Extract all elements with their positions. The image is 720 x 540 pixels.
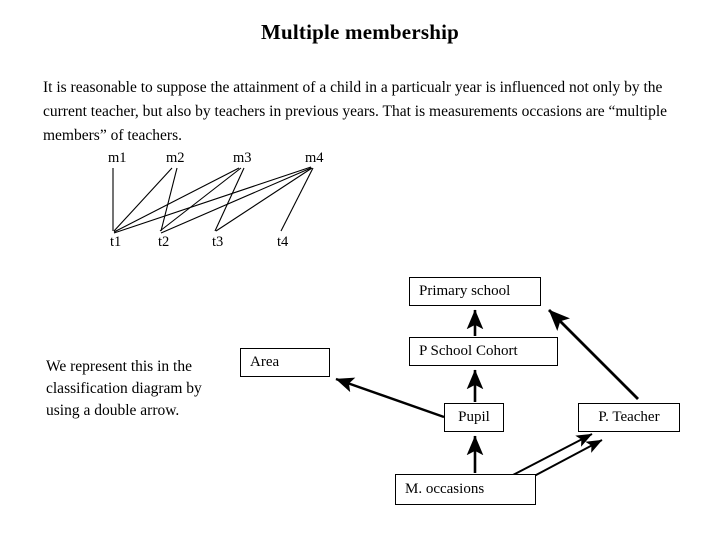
arrow-occasions-to-teacher-upper xyxy=(510,433,593,477)
explanation-paragraph: We represent this in the classification … xyxy=(46,358,202,419)
box-label-p-school-cohort: P School Cohort xyxy=(419,343,518,359)
box-p-school-cohort[interactable]: P School Cohort xyxy=(409,337,558,366)
arrow-pupil-to-area xyxy=(335,377,445,419)
edge-m4-t3 xyxy=(215,167,313,232)
membership-edge-group xyxy=(112,166,314,234)
node-label-t4: t4 xyxy=(277,234,289,250)
node-label-m1: m1 xyxy=(108,150,127,166)
box-area[interactable]: Area xyxy=(240,348,330,377)
box-label-m-occasions: M. occasions xyxy=(405,481,485,497)
node-label-t3: t3 xyxy=(212,234,224,250)
edge-m4-t4 xyxy=(280,167,314,232)
node-label-t2: t2 xyxy=(158,234,170,250)
intro-paragraph: It is reasonable to suppose the attainme… xyxy=(43,79,668,144)
edge-m3-t1 xyxy=(113,167,240,233)
arrow-teacher-to-primary-school xyxy=(548,309,639,400)
edge-m4-t2 xyxy=(160,167,312,234)
box-pupil[interactable]: Pupil xyxy=(444,403,504,432)
node-label-m2: m2 xyxy=(166,150,185,166)
box-label-p-teacher: P. Teacher xyxy=(598,409,660,425)
box-label-primary-school: Primary school xyxy=(419,283,511,299)
node-label-t1: t1 xyxy=(110,234,122,250)
box-m-occasions[interactable]: M. occasions xyxy=(395,474,536,505)
edge-m3-t3 xyxy=(214,167,245,232)
edge-m3-t2 xyxy=(159,167,242,232)
box-label-pupil: Pupil xyxy=(458,409,490,425)
box-primary-school[interactable]: Primary school xyxy=(409,277,541,306)
node-label-m3: m3 xyxy=(233,150,252,166)
box-label-area: Area xyxy=(250,354,280,370)
box-p-teacher[interactable]: P. Teacher xyxy=(578,403,680,432)
node-label-m4: m4 xyxy=(305,150,324,166)
edge-m2-t1 xyxy=(113,167,173,232)
page-title: Multiple membership xyxy=(260,20,460,44)
edge-m4-t1 xyxy=(113,166,312,234)
edge-m2-t2 xyxy=(160,167,178,232)
